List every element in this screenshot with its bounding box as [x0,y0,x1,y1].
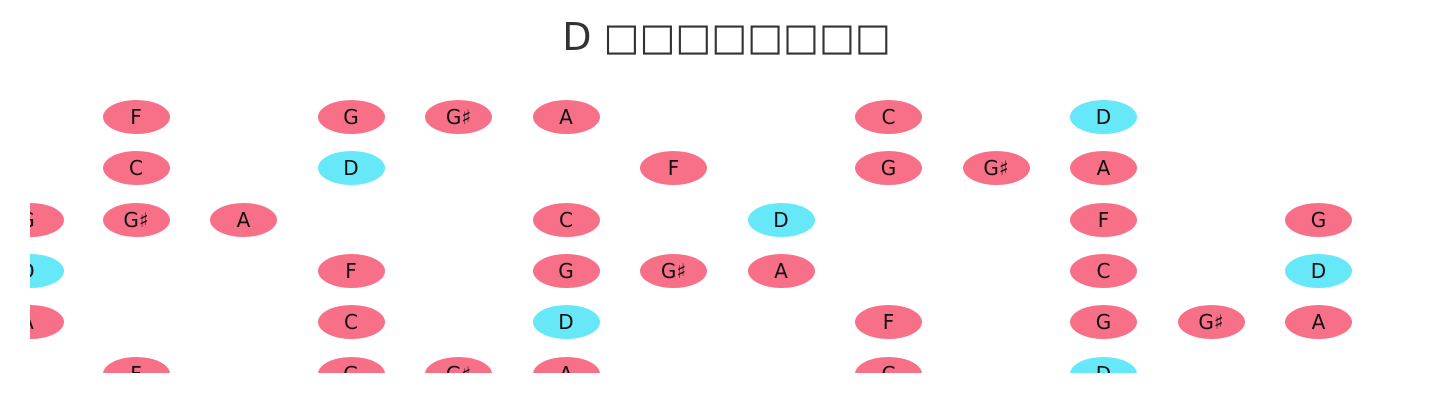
open-string-label: D [30,254,44,288]
note-marker: C [317,305,385,340]
note-marker: A [532,356,600,373]
note-marker: F [317,253,385,288]
root-note-marker: D [317,151,385,186]
note-marker: F [640,151,707,186]
note-marker: F [1070,202,1137,237]
note-marker: C [855,100,922,134]
note-marker: G [532,253,600,288]
open-string-label: G [30,203,44,237]
note-marker: C [532,202,600,237]
note-marker: A [747,253,815,288]
note-marker: F [102,100,170,134]
note-marker: A [1070,151,1137,186]
note-marker: G [1285,202,1352,237]
note-marker: G [855,151,922,186]
note-marker: C [1070,253,1137,288]
note-marker: G♯ [640,253,707,288]
note-marker: A [1285,305,1352,340]
note-marker: F [102,356,170,373]
note-marker: G♯ [962,151,1030,186]
note-marker: G [317,100,385,134]
note-marker: G♯ [102,202,170,237]
note-marker: F [855,305,922,340]
note-marker: C [855,356,922,373]
note-marker: G♯ [1177,305,1245,340]
note-marker: C [102,151,170,186]
root-note-marker: D [747,202,815,237]
root-note-marker: D [1070,356,1137,373]
open-string-label: A [30,305,44,339]
fretboard: FGG♯ACDCDFGG♯AGGG♯ACDFGDDFGG♯ACDAACDFGG♯… [30,90,1443,373]
root-note-marker: D [1285,253,1352,288]
note-marker: G [317,356,385,373]
diagram-title: D □□□□□□□□ [562,15,891,59]
root-note-marker: D [1070,100,1137,134]
root-note-marker: D [532,305,600,340]
note-marker: G [1070,305,1137,340]
note-marker: A [210,202,277,237]
note-marker: A [532,100,600,134]
note-marker: G♯ [425,100,492,134]
note-marker: G♯ [425,356,492,373]
